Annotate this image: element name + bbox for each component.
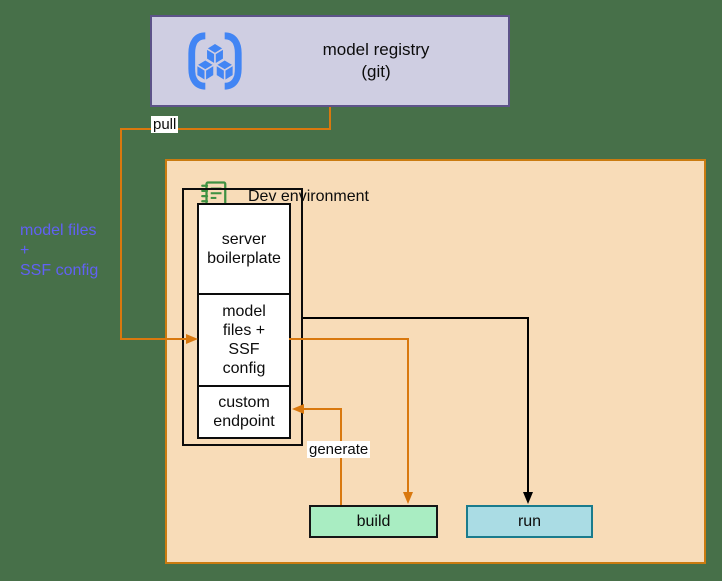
model-registry-label: model registry (git) <box>322 40 430 81</box>
stack-section-server-boilerplate[interactable]: server boilerplate <box>199 205 289 295</box>
generate-edge-label: generate <box>307 441 371 458</box>
run-node[interactable]: run <box>466 505 593 538</box>
files-stack: server boilerplate model files + SSF con… <box>197 203 291 439</box>
build-node[interactable]: build <box>309 505 438 538</box>
generate-edge[interactable] <box>292 404 342 505</box>
pull-edge[interactable] <box>120 107 331 344</box>
stack-section-model-files-ssf-config[interactable]: model files + SSF config <box>199 295 289 387</box>
stack-container[interactable] <box>182 188 303 446</box>
model-files-to-build-edge[interactable] <box>289 338 413 504</box>
model-registry-node[interactable]: model registry (git) <box>150 15 510 107</box>
stack-to-run-edge[interactable] <box>303 317 533 504</box>
model-registry-cubes-icon <box>188 32 242 90</box>
dev-environment-label: Dev environment <box>248 188 369 205</box>
stack-section-custom-endpoint[interactable]: custom endpoint <box>213 394 275 430</box>
pull-payload-label: model files + SSF config <box>20 222 99 279</box>
pull-edge-label: pull <box>151 116 179 133</box>
